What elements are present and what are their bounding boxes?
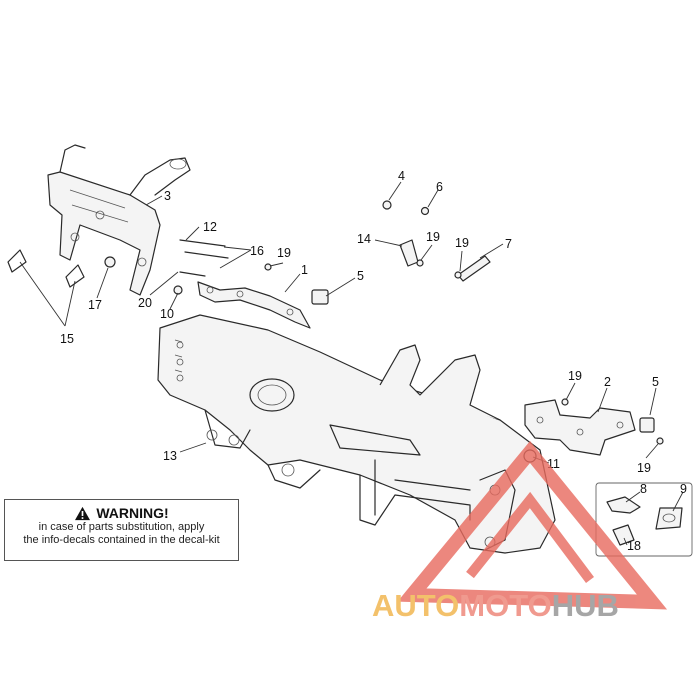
inset-parts-box bbox=[595, 482, 693, 557]
warning-line-2: the info-decals contained in the decal-k… bbox=[23, 534, 220, 546]
callout-7: 7 bbox=[505, 237, 512, 251]
bracket-part-2 bbox=[524, 399, 636, 456]
callout-19: 19 bbox=[568, 369, 582, 383]
main-frame-part bbox=[157, 314, 556, 554]
callout-4: 4 bbox=[398, 169, 405, 183]
callout-15: 15 bbox=[60, 332, 74, 346]
triangle-logo-icon bbox=[397, 440, 668, 610]
callout-12: 12 bbox=[203, 220, 217, 234]
front-subframe-part bbox=[47, 144, 191, 296]
watermark-moto: MOTO bbox=[459, 588, 552, 623]
callout-13: 13 bbox=[163, 449, 177, 463]
warning-title-row: WARNING! bbox=[5, 505, 238, 521]
callout-8: 8 bbox=[640, 482, 647, 496]
callout-3: 3 bbox=[164, 189, 171, 203]
watermark-hub: HUB bbox=[551, 588, 619, 623]
warning-triangle-icon bbox=[75, 506, 91, 520]
callout-5: 5 bbox=[652, 375, 659, 389]
watermark-text: AUTOMOTOHUB bbox=[372, 588, 619, 624]
callout-14: 14 bbox=[357, 232, 371, 246]
callout-2: 2 bbox=[604, 375, 611, 389]
callout-17: 17 bbox=[88, 298, 102, 312]
callout-9: 9 bbox=[680, 482, 687, 496]
warning-title: WARNING! bbox=[96, 505, 169, 521]
callout-1: 1 bbox=[301, 263, 308, 277]
callout-6: 6 bbox=[436, 180, 443, 194]
leader-lines bbox=[19, 181, 684, 546]
callout-19: 19 bbox=[455, 236, 469, 250]
callout-19: 19 bbox=[637, 461, 651, 475]
callout-20: 20 bbox=[138, 296, 152, 310]
warning-line-1: in case of parts substitution, apply bbox=[38, 521, 205, 533]
callout-18: 18 bbox=[627, 539, 641, 553]
callout-19: 19 bbox=[426, 230, 440, 244]
warning-box: WARNING! in case of parts substitution, … bbox=[4, 499, 239, 561]
callout-labels: 1 2 3 4 5 5 6 7 8 9 10 11 12 13 14 15 16… bbox=[60, 169, 687, 553]
callout-19: 19 bbox=[277, 246, 291, 260]
bracket-part-1 bbox=[197, 281, 311, 329]
callout-5: 5 bbox=[357, 269, 364, 283]
watermark-auto: AUTO bbox=[372, 588, 460, 623]
callout-16: 16 bbox=[250, 244, 264, 258]
callout-10: 10 bbox=[160, 307, 174, 321]
